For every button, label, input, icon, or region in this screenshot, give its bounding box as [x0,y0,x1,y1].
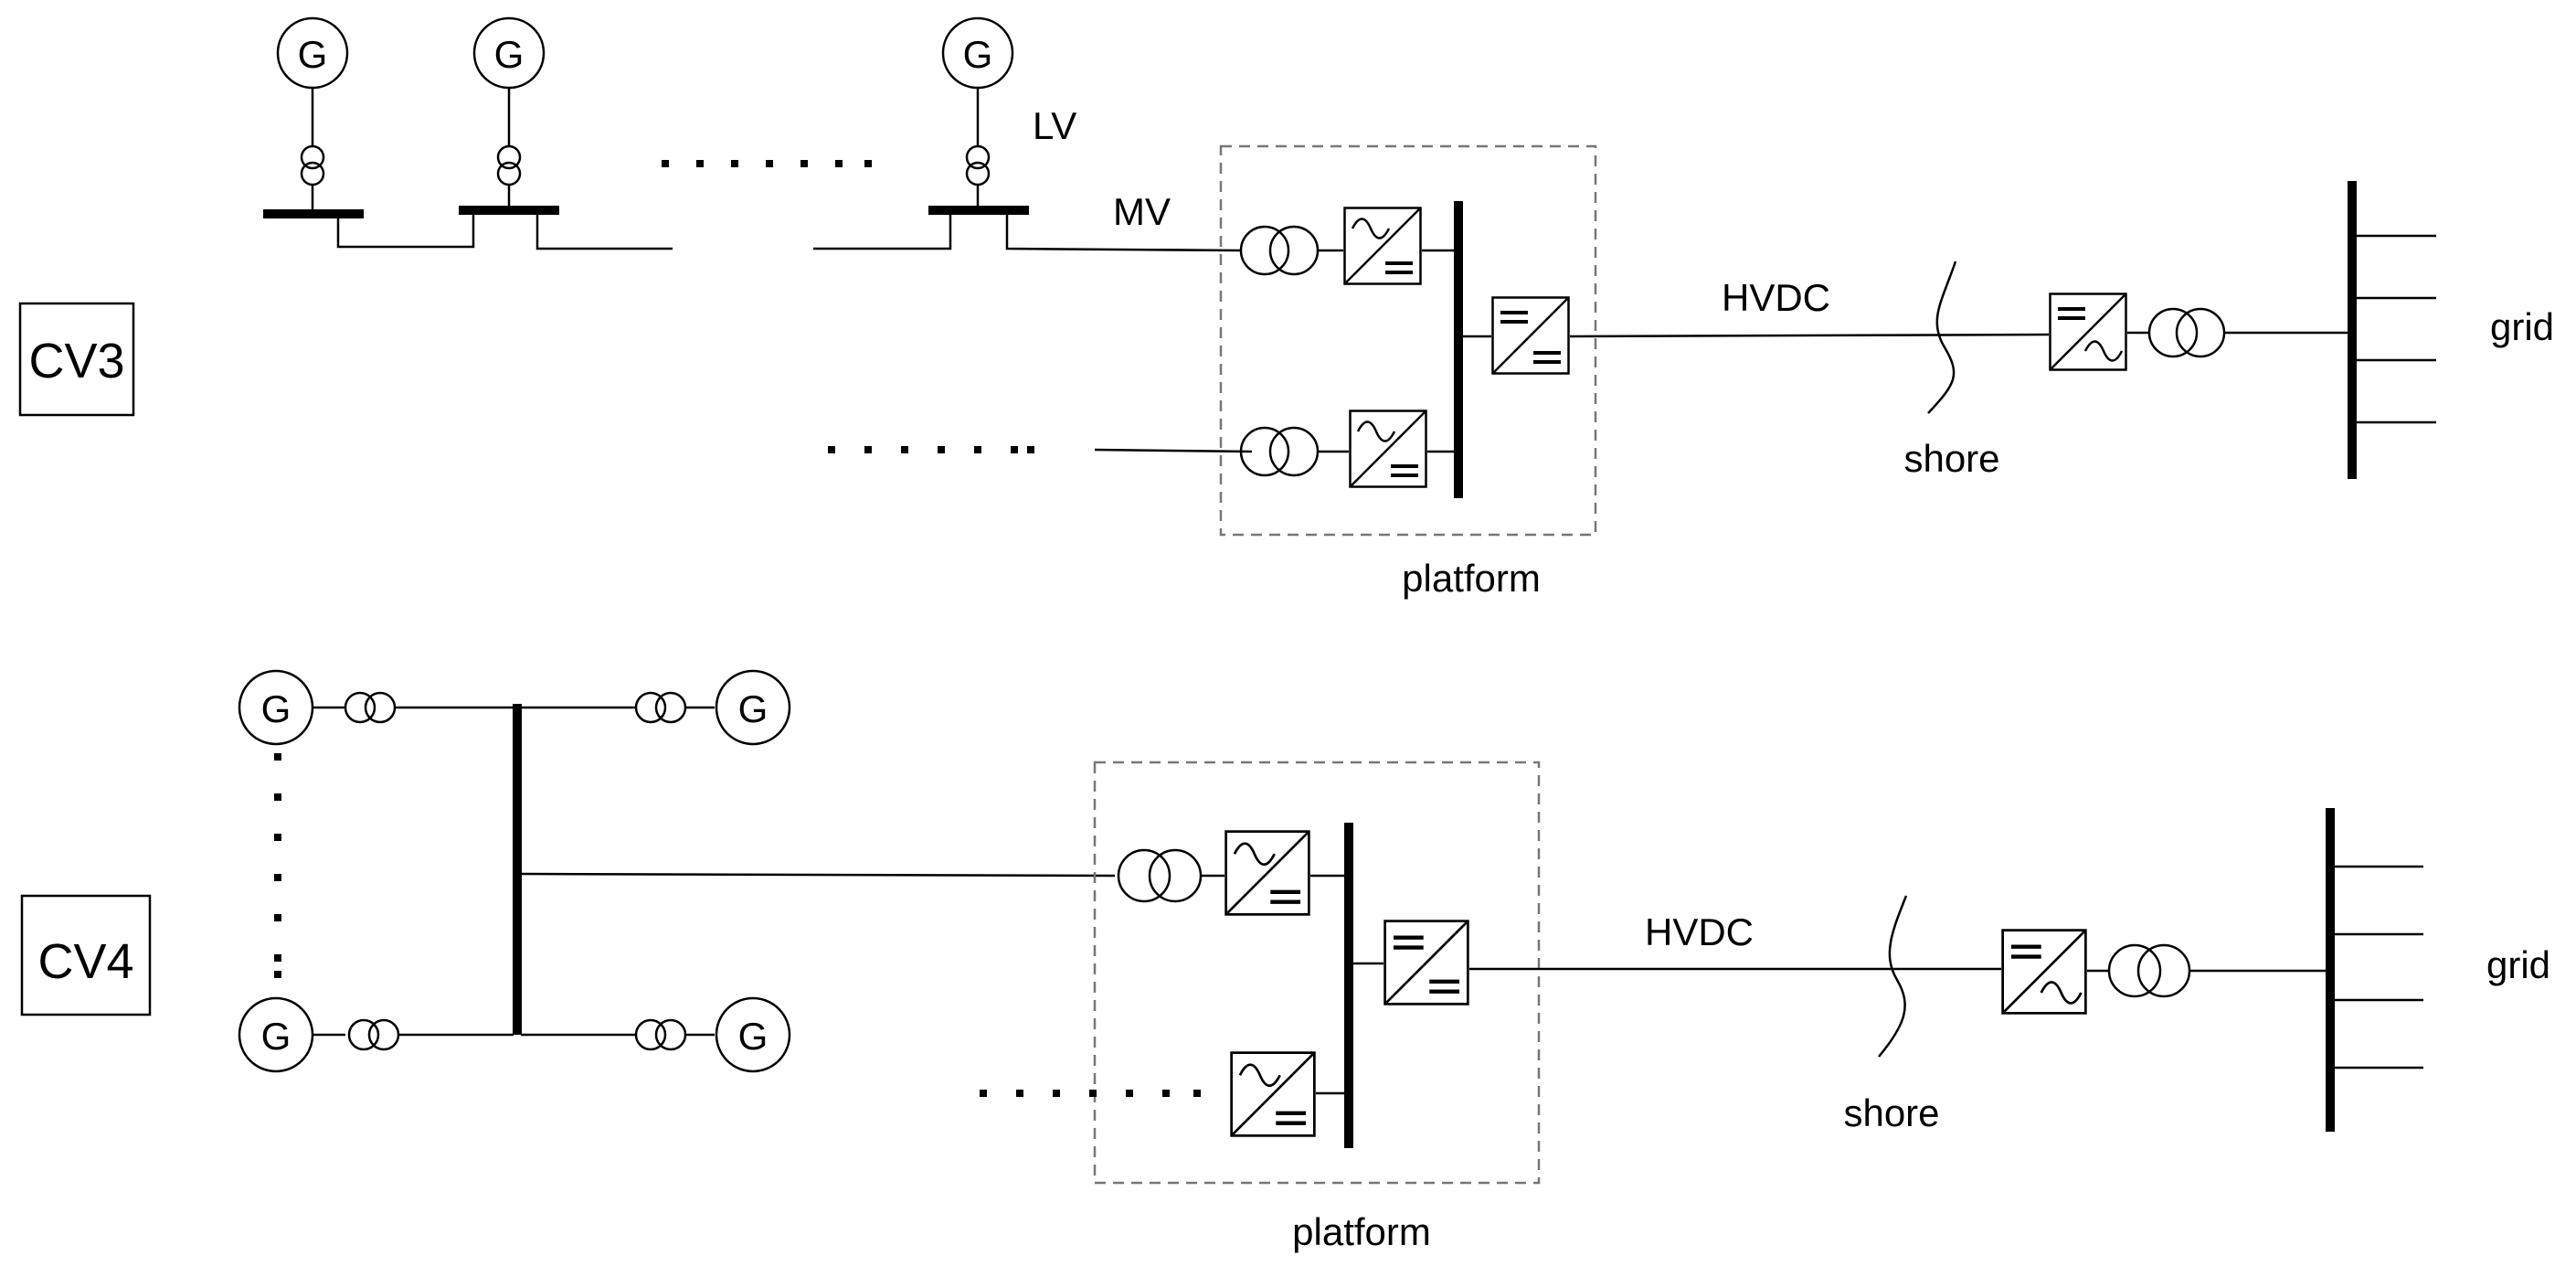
cv3-generator-2: G [472,16,546,208]
cv3-acdc-converter-1 [1343,207,1422,285]
cv4-platform-label: platform [1292,1210,1431,1253]
cv4-shore-label: shore [1843,1091,1939,1134]
cv4-generator-bottom-left: G [238,996,514,1073]
cv3-grid-branches [2352,234,2436,424]
cv3-lower-feeder [1094,448,1253,453]
cv4-shore-line [1878,895,1908,1058]
cv4-onshore-transformer [2107,943,2191,998]
cv4-platform-box [1093,761,1541,1185]
cv4-generator-top-right: G [521,669,791,746]
generator-letter: G [963,33,993,76]
generator-letter: G [738,687,769,730]
cv3-platform-transformer-2 [1239,426,1320,477]
cv3-label-box [18,302,135,417]
cv3-hvdc-label: HVDC [1722,276,1830,319]
cv4-ellipsis-bottom [980,1090,1201,1097]
cv3-ellipsis-top [662,160,872,167]
cv3-platform-label: platform [1402,557,1541,600]
cv3-dcac-converter [2049,293,2127,371]
cv4-acdc-converter-1 [1226,832,1309,915]
cv3-platform-transformer-1 [1239,225,1320,276]
generator-letter: G [261,1015,292,1058]
cv4-label: CV4 [37,934,133,989]
cv3-hvdc-line [1569,333,2050,338]
cv4-generator-top-left: G [238,669,514,746]
cv3-shore-label: shore [1903,437,1999,480]
cv4-grid-branches [2330,865,2423,1069]
generator-letter: G [261,687,292,730]
cv3-onshore-transformer [2147,307,2226,358]
cv3-generator-3: G [941,16,1014,208]
cv4-label-box [20,894,152,1016]
cv4-dcdc-converter [1385,921,1468,1005]
cv3-shore-line [1927,261,1957,414]
cv3-mv-link-1 [336,214,475,249]
cv3-platform-box [1219,144,1597,537]
cv4-hvdc-label: HVDC [1645,910,1754,953]
cv3-diagram: CV3 G G G [18,16,2554,600]
generator-letter: G [738,1015,769,1058]
cv3-label: CV3 [28,334,124,388]
cv3-dcdc-converter [1491,296,1570,375]
cv4-diagram: CV4 G G G [20,669,2550,1253]
generator-letter: G [494,33,525,76]
cv3-mv-link-2 [535,214,673,250]
cv4-platform-transformer [1117,848,1203,903]
cv4-feeder [520,872,1116,878]
generator-letter: G [298,33,328,76]
cv3-lv-label: LV [1033,104,1076,147]
cv4-ellipsis-vertical [274,753,281,978]
cv4-grid-label: grid [2486,943,2550,986]
cv4-acdc-converter-2 [1232,1053,1315,1136]
cv3-acdc-converter-2 [1349,410,1427,488]
cv3-mv-link-3 [813,214,952,250]
cv3-generator-1: G [276,16,349,212]
cv3-grid-label: grid [2490,305,2554,348]
cv4-dcac-converter [2003,931,2086,1014]
cv3-mv-label: MV [1113,190,1171,233]
cv3-ellipsis-bottom [828,446,1034,453]
cv4-generator-bottom-right: G [521,996,791,1073]
cv3-mv-feeder [1005,214,1242,252]
